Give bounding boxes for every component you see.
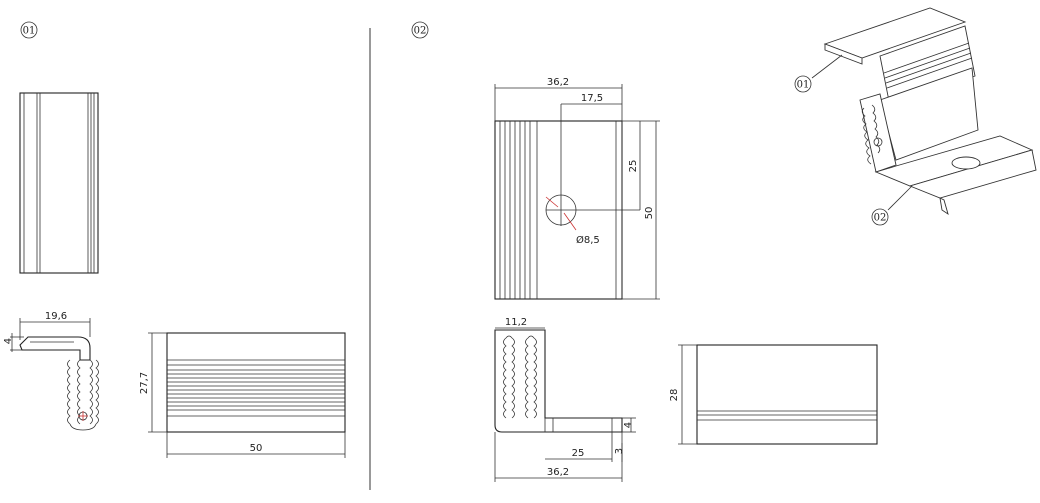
- svg-text:19,6: 19,6: [45, 311, 67, 322]
- svg-text:25: 25: [572, 448, 585, 459]
- part2-side-view: 28: [669, 344, 878, 445]
- svg-text:50: 50: [250, 443, 263, 454]
- svg-text:17,5: 17,5: [581, 93, 603, 104]
- part-02-badge: 02: [411, 21, 429, 39]
- svg-text:02: 02: [414, 26, 427, 37]
- svg-text:01: 01: [23, 26, 36, 37]
- svg-text:11,2: 11,2: [505, 317, 527, 328]
- callout-01-badge: 01: [794, 75, 812, 93]
- svg-text:3: 3: [614, 448, 625, 454]
- svg-text:25: 25: [628, 160, 639, 173]
- svg-text:36,2: 36,2: [547, 77, 569, 88]
- part1-front-view: [19, 92, 99, 274]
- part2-front-view: 36,2 17,5 25 50 Ø8,5: [494, 77, 660, 300]
- svg-text:36,2: 36,2: [547, 467, 569, 478]
- callout-02-badge: 02: [871, 208, 889, 226]
- isometric-assembly-view: [811, 7, 1037, 216]
- svg-text:Ø8,5: Ø8,5: [576, 234, 600, 246]
- svg-text:27,7: 27,7: [139, 372, 150, 394]
- svg-text:28: 28: [669, 389, 680, 402]
- part2-profile-view: 11,2 25 36,2 4 3: [494, 317, 636, 482]
- part1-side-view: 27,7 50: [139, 332, 346, 458]
- svg-text:4: 4: [3, 338, 14, 344]
- svg-text:02: 02: [874, 213, 887, 224]
- part-01-badge: 01: [20, 21, 38, 39]
- svg-text:01: 01: [797, 80, 810, 91]
- svg-text:50: 50: [644, 207, 655, 220]
- svg-text:4: 4: [623, 422, 634, 428]
- part1-profile-view: 19,6 4: [3, 311, 99, 431]
